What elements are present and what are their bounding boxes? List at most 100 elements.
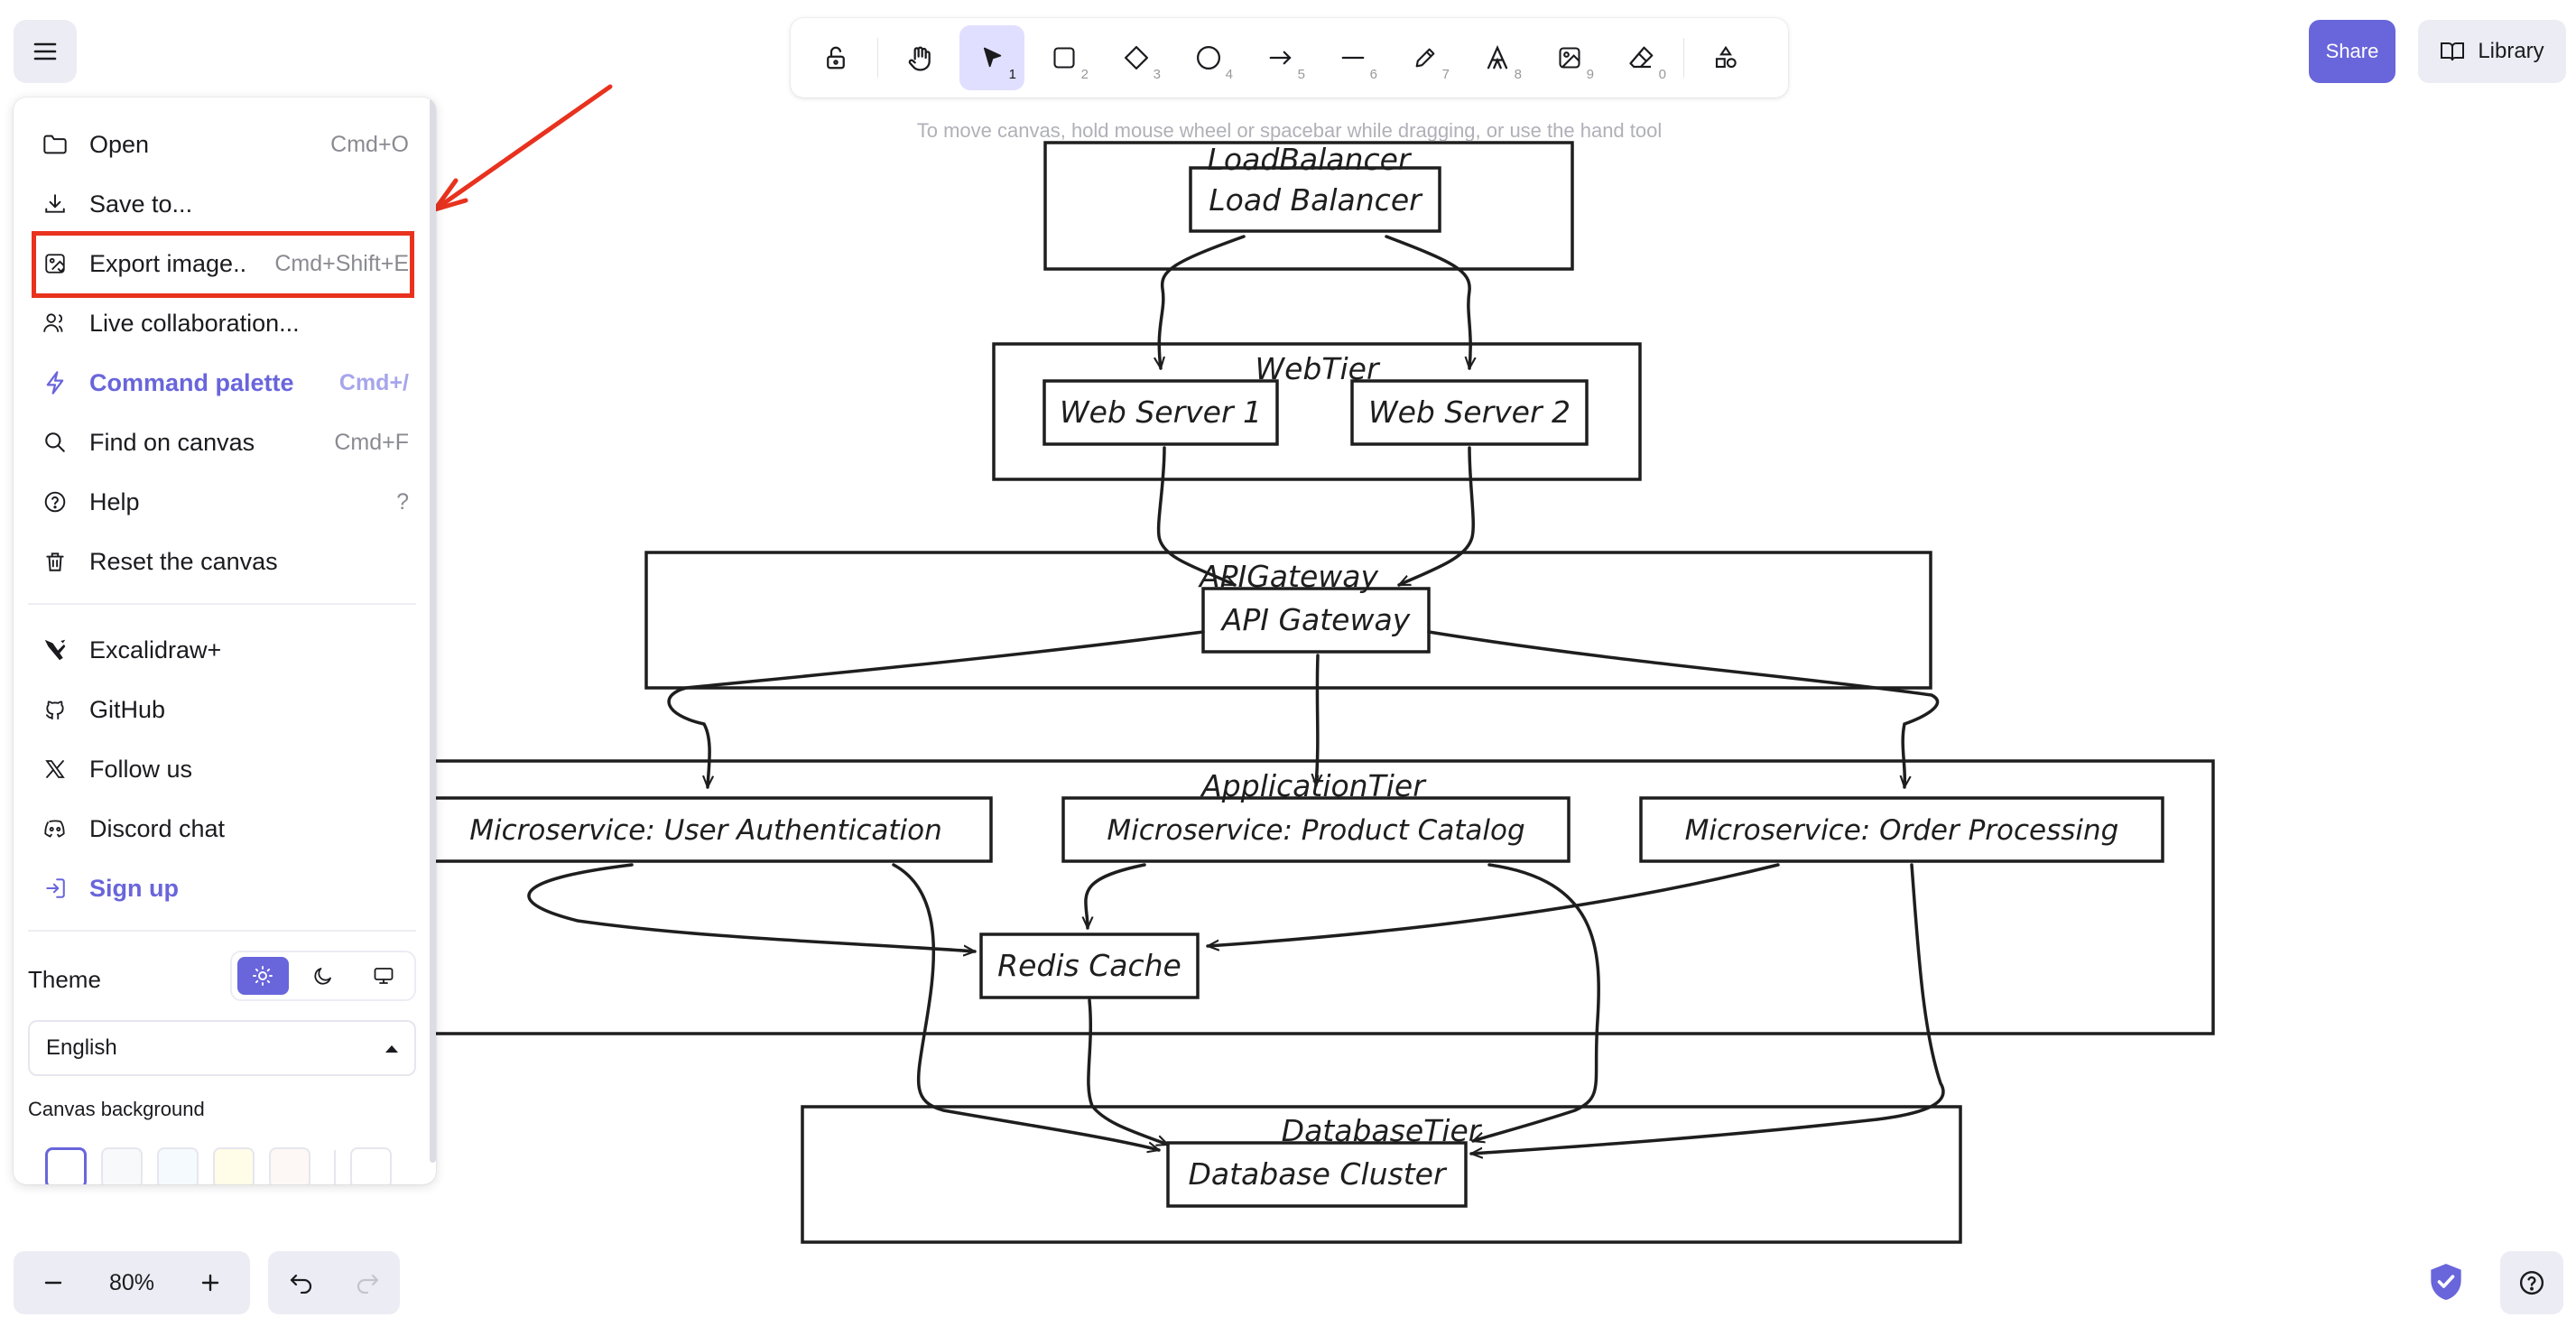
tool-more-shapes[interactable] (1693, 25, 1758, 90)
frame-label-web: WebTier (1255, 351, 1381, 386)
arrow-catalog-to-db[interactable] (1473, 863, 1600, 1141)
bg-swatch-white[interactable] (45, 1147, 87, 1184)
node-web-server-1[interactable] (1042, 379, 1279, 446)
theme-dark-option[interactable] (298, 957, 349, 995)
frame-label-db: DatabaseTier (1282, 1113, 1483, 1148)
arrow-lb-to-web2[interactable] (1385, 235, 1470, 368)
node-order-processing[interactable] (1639, 796, 2164, 863)
node-load-balancer[interactable] (1189, 166, 1441, 233)
node-web-server-2[interactable] (1350, 379, 1589, 446)
arrow-redis-to-db[interactable] (1087, 998, 1168, 1145)
menu-link-sign-up[interactable]: Sign up (26, 861, 414, 915)
tool-rectangle[interactable]: 2 (1032, 25, 1097, 90)
eraser-icon (1629, 46, 1654, 69)
bg-custom-color[interactable] (350, 1147, 392, 1184)
more-shapes-icon (1715, 45, 1737, 69)
tool-image[interactable]: 9 (1537, 25, 1602, 90)
zoom-level[interactable]: 80% (108, 1269, 155, 1295)
frame-web-tier[interactable] (992, 342, 1642, 481)
tool-lock[interactable] (803, 25, 868, 90)
arrow-web1-to-api[interactable] (1156, 446, 1235, 587)
frame-api-gateway[interactable] (644, 551, 1932, 690)
menu-item-label: Save to... (89, 190, 193, 218)
book-icon (2441, 42, 2465, 61)
tool-arrow[interactable]: 5 (1248, 25, 1313, 90)
menu-item-save[interactable]: Save to... (26, 177, 414, 231)
menu-item-export-image[interactable]: Export image.. Cmd+Shift+E (26, 237, 414, 291)
undo-button[interactable] (274, 1256, 329, 1310)
node-api-gateway[interactable] (1201, 587, 1431, 654)
help-button[interactable] (2500, 1251, 2563, 1314)
encryption-badge[interactable] (2428, 1262, 2464, 1306)
menu-item-find-on-canvas[interactable]: Find on canvas Cmd+F (26, 415, 414, 469)
bg-swatch-gray[interactable] (101, 1147, 143, 1184)
node-database-cluster[interactable] (1166, 1141, 1468, 1208)
line-icon (1341, 56, 1365, 60)
arrow-auth-to-db[interactable] (892, 863, 1159, 1150)
users-icon (43, 313, 63, 332)
theme-label: Theme (28, 966, 101, 993)
share-button[interactable]: Share (2309, 20, 2395, 83)
menu-item-help[interactable]: Help ? (26, 475, 414, 529)
help-icon (44, 491, 66, 513)
node-label-redis-cache: Redis Cache (997, 948, 1181, 983)
menu-link-excalidraw-plus[interactable]: Excalidraw+ (26, 623, 414, 677)
menu-item-open[interactable]: Open Cmd+O (26, 117, 414, 172)
tool-pencil[interactable]: 7 (1393, 25, 1458, 90)
tool-selection[interactable]: 1 (959, 25, 1024, 90)
tool-key: 5 (1297, 67, 1305, 82)
theme-system-option[interactable] (357, 957, 409, 995)
frame-label-lb: LoadBalancer (1208, 142, 1413, 177)
zoom-out-button[interactable] (26, 1256, 80, 1310)
language-select[interactable]: English (28, 1020, 416, 1076)
shield-check-icon (2431, 1264, 2461, 1300)
tool-eraser[interactable]: 0 (1609, 25, 1674, 90)
main-menu-button[interactable] (14, 20, 77, 83)
tool-line[interactable]: 6 (1320, 25, 1385, 90)
tool-key: 3 (1153, 67, 1161, 82)
question-icon (2519, 1270, 2544, 1295)
pencil-icon (1415, 48, 1435, 68)
frame-load-balancer[interactable] (1043, 141, 1574, 271)
tool-ellipse[interactable]: 4 (1176, 25, 1241, 90)
menu-link-discord[interactable]: Discord chat (26, 802, 414, 856)
menu-item-label: Discord chat (89, 814, 226, 842)
menu-scrollbar[interactable] (430, 97, 436, 1163)
search-icon (45, 432, 65, 452)
menu-item-live-collaboration[interactable]: Live collaboration... (26, 296, 414, 350)
arrow-api-to-auth[interactable] (667, 630, 1205, 789)
tool-hand[interactable] (887, 25, 952, 90)
language-value: English (46, 1035, 117, 1060)
redo-button[interactable] (340, 1256, 394, 1310)
menu-item-command-palette[interactable]: Command palette Cmd+/ (26, 356, 414, 410)
library-button[interactable]: Library (2418, 20, 2566, 83)
arrow-web2-to-api[interactable] (1399, 446, 1475, 587)
bg-swatch-blue[interactable] (157, 1147, 199, 1184)
node-redis-cache[interactable] (979, 933, 1200, 999)
menu-item-shortcut: Cmd+F (334, 429, 409, 455)
bg-swatch-pink[interactable] (269, 1147, 310, 1184)
node-product-catalog[interactable] (1061, 796, 1571, 863)
menu-link-follow-us[interactable]: Follow us (26, 742, 414, 796)
frame-database-tier[interactable] (801, 1105, 1962, 1244)
arrow-lb-to-web1[interactable] (1159, 235, 1246, 368)
zoom-in-button[interactable] (183, 1256, 237, 1310)
theme-light-option[interactable] (237, 957, 289, 995)
tool-text[interactable]: 8 (1465, 25, 1530, 90)
arrow-api-to-catalog[interactable] (1316, 654, 1318, 785)
arrow-auth-to-redis[interactable] (527, 863, 975, 951)
bg-swatch-yellow[interactable] (213, 1147, 255, 1184)
bolt-icon (46, 371, 64, 394)
menu-item-reset-canvas[interactable]: Reset the canvas (26, 534, 414, 589)
arrow-api-to-order[interactable] (1427, 630, 1940, 787)
arrow-order-to-redis[interactable] (1208, 863, 1780, 946)
tool-diamond[interactable]: 3 (1104, 25, 1169, 90)
menu-link-github[interactable]: GitHub (26, 682, 414, 737)
menu-item-shortcut: ? (396, 488, 409, 515)
arrow-order-to-db[interactable] (1471, 863, 1945, 1154)
folder-icon (43, 135, 67, 154)
arrow-catalog-to-redis[interactable] (1086, 863, 1146, 930)
ellipse-icon (1197, 46, 1220, 70)
node-label-web-server-1: Web Server 1 (1060, 394, 1262, 430)
